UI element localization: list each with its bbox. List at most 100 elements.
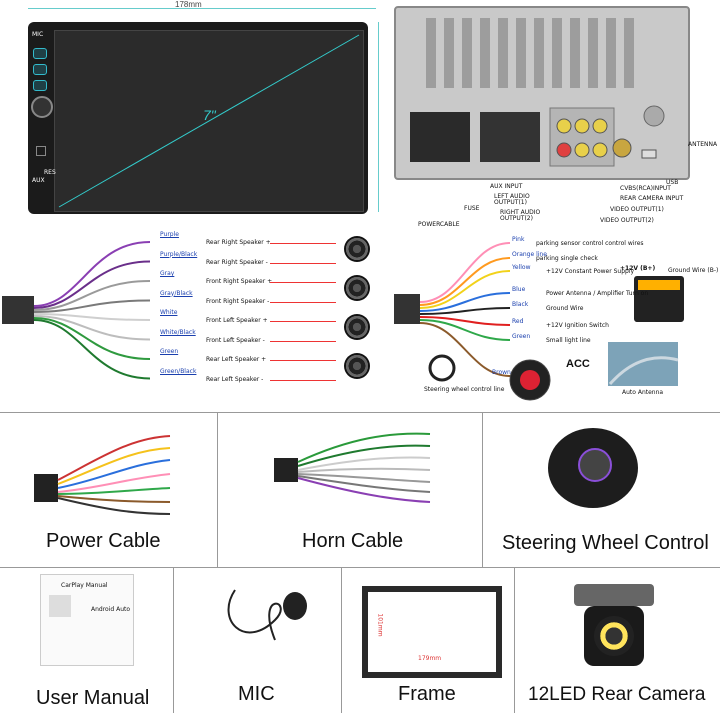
wire-color-label: Gray xyxy=(160,270,175,277)
wire-color-label: Purple xyxy=(160,231,179,238)
wire-color-label: Gray/Black xyxy=(160,289,193,297)
power-wire xyxy=(419,322,511,377)
fuse-label: FUSE xyxy=(464,205,480,212)
connector-arrow xyxy=(270,360,336,361)
connector-arrow xyxy=(270,262,336,264)
antenna-label: ANTENNA xyxy=(688,141,718,148)
steering-control-device xyxy=(548,428,638,508)
cvbs-label: CVBS(RCA)INPUT xyxy=(620,185,671,192)
head-unit-screen: 7" xyxy=(54,30,364,212)
prev-button xyxy=(33,48,47,59)
grid-divider xyxy=(0,412,720,413)
usb-label: USB xyxy=(666,179,679,186)
power-wire xyxy=(419,316,511,326)
wire-color-label: Green xyxy=(512,333,531,340)
speaker-terminal-label: Rear Left Speaker - xyxy=(206,375,264,383)
connector-arrow xyxy=(270,282,336,283)
usb-port-icon xyxy=(36,146,46,156)
connector-arrow xyxy=(270,301,336,303)
rear-camera-body xyxy=(584,606,644,666)
frame-width-label: 179mm xyxy=(418,655,442,662)
aux-label: AUX xyxy=(32,177,45,184)
wire-color-label: Pink xyxy=(512,236,525,243)
speaker-icon xyxy=(344,353,370,379)
speaker-terminal-label: Front Left Speaker - xyxy=(206,336,265,344)
accessory-label: Frame xyxy=(398,683,456,705)
next-button xyxy=(33,80,47,91)
rear-chassis xyxy=(394,6,690,180)
speaker-wire xyxy=(33,315,151,341)
height-dimension-line xyxy=(378,22,379,212)
manual-title: CarPlay Manual xyxy=(61,582,108,589)
manual-badge: Android Auto xyxy=(91,606,131,613)
wire-function-label: parking sensor control control wires xyxy=(536,240,644,247)
wire-color-label: Blue xyxy=(512,286,526,293)
right-audio-label: RIGHT AUDIO OUTPUT(2) xyxy=(500,209,541,222)
accessory-label: User Manual xyxy=(36,687,150,709)
speaker-wiring-lines xyxy=(2,241,151,380)
volume-knob xyxy=(31,96,53,118)
video-output-2-label: VIDEO OUTPUT(2) xyxy=(600,217,654,224)
left-audio-label: LEFT AUDIO OUTPUT(1) xyxy=(494,193,530,206)
powercable-label: POWERCABLE xyxy=(418,221,460,228)
mode-button xyxy=(33,64,47,75)
speaker-wire xyxy=(33,299,151,313)
wire-color-label: Brown xyxy=(492,369,511,376)
grid-divider xyxy=(217,412,218,567)
wire-function-label: Power Antenna / Amplifier Turn on xyxy=(546,290,649,297)
accessory-label: Steering Wheel Control xyxy=(502,532,709,554)
wire-color-label: Black xyxy=(512,301,529,308)
speaker-terminal-label: Front Left Speaker + xyxy=(206,317,268,324)
speaker-icon xyxy=(344,314,370,340)
frame-image: 179mm 101mm xyxy=(362,586,502,678)
power-wire xyxy=(419,307,511,315)
connector-arrow xyxy=(270,243,336,244)
wire-color-label: White/Black xyxy=(160,328,196,336)
speaker-wire xyxy=(33,319,151,380)
accessory-label: Horn Cable xyxy=(302,530,404,552)
wire-color-label: Yellow xyxy=(512,264,531,271)
video-output-1-label: VIDEO OUTPUT(1) xyxy=(610,206,664,213)
grid-divider xyxy=(482,412,483,567)
speaker-wire xyxy=(33,260,151,309)
speaker-wire xyxy=(33,241,151,307)
wire-color-label: Green/Black xyxy=(160,367,197,375)
accessory-label: Power Cable xyxy=(46,530,161,552)
frame-height-label: 101mm xyxy=(376,613,384,637)
speaker-wire xyxy=(33,313,151,321)
wire-function-label: parking single check xyxy=(536,255,598,262)
accessory-label: MIC xyxy=(238,683,275,705)
power-wire xyxy=(419,319,511,341)
accessory-label: 12LED Rear Camera xyxy=(528,684,706,705)
wire-color-label: White xyxy=(160,309,178,316)
speaker-terminal-label: Rear Right Speaker + xyxy=(206,239,271,246)
speaker-wire xyxy=(33,317,151,360)
speaker-wire xyxy=(33,280,151,311)
connector-arrow xyxy=(270,379,336,381)
speaker-icon xyxy=(344,275,370,301)
head-unit-button-panel: MIC AUX RES xyxy=(30,30,56,210)
grid-divider xyxy=(341,567,342,713)
connector-arrow xyxy=(270,321,336,322)
speaker-icon xyxy=(344,236,370,262)
width-label: 178mm xyxy=(175,0,202,9)
speaker-terminal-label: Rear Right Speaker - xyxy=(206,258,268,266)
width-dimension-line xyxy=(28,8,376,9)
auto-antenna-label: Auto Antenna xyxy=(622,389,664,396)
wire-color-label: Orange line xyxy=(512,251,547,258)
ground-wire-label: Ground Wire (B-) xyxy=(668,267,719,274)
speaker-terminal-label: Rear Left Speaker + xyxy=(206,356,267,363)
power-wire xyxy=(419,270,511,309)
acc-label: ACC xyxy=(566,358,590,370)
grid-divider xyxy=(173,567,174,713)
wire-color-label: Green xyxy=(160,348,179,355)
grid-divider xyxy=(514,567,515,713)
power-wiring-lines xyxy=(394,242,684,401)
aux-input-label: AUX INPUT xyxy=(490,183,523,190)
power-wire xyxy=(419,292,511,312)
wire-function-label: Small light line xyxy=(546,337,591,344)
connector-arrow xyxy=(270,340,336,342)
wire-function-label: +12V Constant Power Supply xyxy=(546,268,635,275)
mic-label: MIC xyxy=(32,31,44,38)
speaker-terminal-label: Front Right Speaker - xyxy=(206,297,270,305)
